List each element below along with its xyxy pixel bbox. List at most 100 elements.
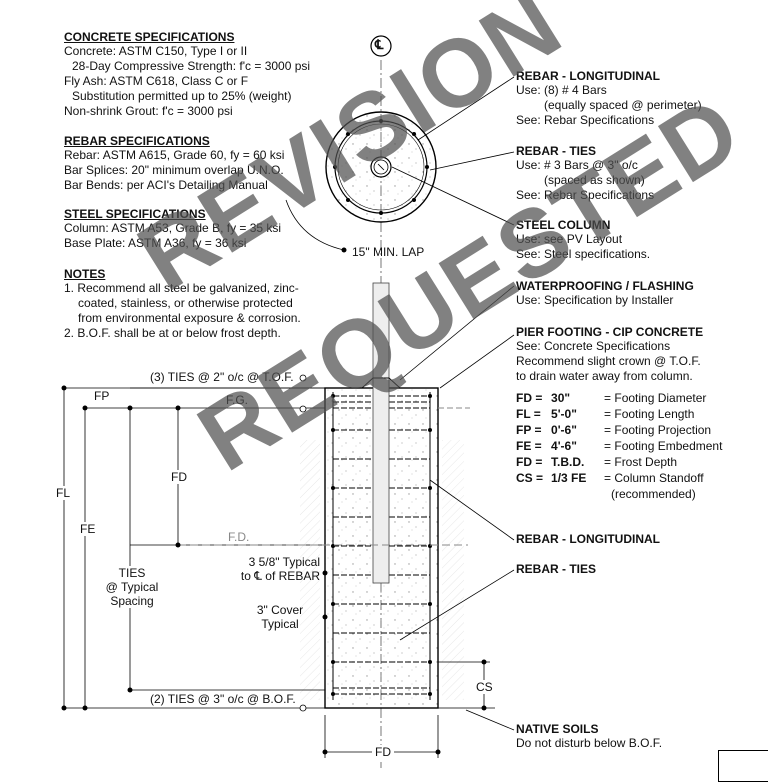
spec-line: Rebar: ASTM A615, Grade 60, fy = 60 ksi [64, 148, 285, 162]
spec-line: Bar Bends: per ACI's Detailing Manual [64, 178, 268, 192]
cs-dim: CS [476, 680, 493, 694]
min-lap-label: 15" MIN. LAP [352, 245, 425, 259]
callout-rebar-longitudinal: REBAR - LONGITUDINAL Use: (8) # 4 Bars (… [516, 69, 702, 128]
rebar-heading: REBAR SPECIFICATIONS [64, 134, 210, 148]
legend-key: FE = [516, 439, 542, 453]
legend-desc: = Footing Length [604, 407, 695, 421]
fd-dim: FD [171, 470, 187, 484]
callout-line: (equally spaced @ perimeter) [544, 98, 702, 112]
cover-line: 3" Cover [256, 603, 304, 617]
callout-line: to drain water away from column. [516, 369, 693, 383]
legend-row: FD = T.B.D. = Frost Depth [516, 454, 723, 470]
ties-bottom-label: (2) TIES @ 3" o/c @ B.O.F. [150, 692, 296, 706]
spec-line: 28-Day Compressive Strength: f'c = 3000 … [72, 59, 311, 73]
typical-358-line: 3 5/8" Typical [248, 555, 320, 569]
legend-val: 30" [551, 391, 571, 405]
note-line: coated, stainless, or otherwise protecte… [78, 296, 293, 310]
concrete-heading: CONCRETE SPECIFICATIONS [64, 30, 235, 44]
spec-line: Fly Ash: ASTM C618, Class C or F [64, 74, 249, 88]
typical-358-line: to ℄ of REBAR [240, 569, 320, 583]
callout-line: Recommend slight crown @ T.O.F. [516, 354, 701, 368]
fe-dim: FE [80, 522, 96, 536]
plan-view [285, 111, 437, 253]
footing-elevation [324, 282, 439, 709]
callout-line: See: Steel specifications. [516, 247, 651, 261]
callout-rebar-longitudinal-2: REBAR - LONGITUDINAL [516, 532, 660, 546]
legend-row: (recommended) [516, 486, 723, 502]
legend-desc: = Footing Projection [604, 423, 712, 437]
callout-line: See: Rebar Specifications [516, 113, 655, 127]
legend-desc: = Footing Diameter [604, 391, 707, 405]
legend-row: FL = 5'-0" = Footing Length [516, 406, 723, 422]
legend-desc: = Column Standoff [604, 471, 704, 485]
legend-key: FL = [516, 407, 541, 421]
callout-pier-footing: PIER FOOTING - CIP CONCRETE See: Concret… [516, 325, 703, 384]
spec-line: Column: ASTM A53, Grade B, fy = 35 ksi [64, 221, 282, 235]
ties-top-label: (3) TIES @ 2" o/c @ T.O.F. [150, 370, 294, 384]
cover-line: Typical [261, 617, 299, 631]
steel-specifications: STEEL SPECIFICATIONS Column: ASTM A53, G… [64, 207, 281, 251]
title-block-corner [718, 750, 768, 782]
centerline-symbol-circle [370, 35, 392, 57]
cover-label: 3" Cover Typical [250, 603, 310, 631]
rebar-specifications: REBAR SPECIFICATIONS Rebar: ASTM A615, G… [64, 134, 284, 193]
legend-val: 5'-0" [551, 407, 577, 421]
legend-val: T.B.D. [551, 455, 585, 469]
spec-line: Concrete: ASTM C150, Type I or II [64, 44, 248, 58]
callout-steel-column: STEEL COLUMN Use: see PV Layout See: Ste… [516, 218, 650, 262]
legend-val: 0'-6" [551, 423, 577, 437]
spec-line: Substitution permitted up to 25% (weight… [72, 89, 292, 103]
callout-title: NATIVE SOILS [516, 722, 599, 736]
callout-line: See: Concrete Specifications [516, 339, 671, 353]
typical-358-label: 3 5/8" Typical to ℄ of REBAR [228, 555, 320, 583]
callout-title: REBAR - LONGITUDINAL [516, 69, 660, 83]
legend-key: CS = [516, 471, 544, 485]
note-line: 2. B.O.F. shall be at or below frost dep… [64, 326, 281, 340]
notes: NOTES 1. Recommend all steel be galvaniz… [64, 267, 301, 341]
legend-desc: = Footing Embedment [604, 439, 723, 453]
callout-line: (spaced as shown) [544, 173, 645, 187]
fl-dim: FL [56, 486, 71, 500]
callout-rebar-ties-2: REBAR - TIES [516, 562, 597, 576]
callout-rebar-ties: REBAR - TIES Use: # 3 Bars @ 3" o/c (spa… [516, 144, 654, 203]
legend-key: FD = [516, 455, 543, 469]
legend-desc: = Frost Depth [604, 455, 678, 469]
fp-dim: FP [94, 389, 110, 403]
callout-line: See: Rebar Specifications [516, 188, 655, 202]
legend-val [545, 486, 603, 502]
spec-line: Base Plate: ASTM A36, fy = 36 ksi [64, 236, 247, 250]
legend-key: FP = [516, 423, 542, 437]
frost-depth-line-label: F.D. [228, 530, 250, 544]
note-line: from environmental exposure & corrosion. [78, 311, 301, 325]
ties-typical-line: TIES [118, 566, 146, 580]
centerline-label: ℄ [375, 37, 384, 52]
ties-typical-line: Spacing [110, 594, 154, 608]
callout-line: Use: # 3 Bars @ 3" o/c [516, 158, 638, 172]
legend-row: FD = 30" = Footing Diameter [516, 390, 723, 406]
spec-line: Bar Splices: 20" minimum overlap U.N.O. [64, 163, 284, 177]
spec-line: Non-shrink Grout: f'c = 3000 psi [64, 104, 233, 118]
callout-title: STEEL COLUMN [516, 218, 611, 232]
concrete-specifications: CONCRETE SPECIFICATIONS Concrete: ASTM C… [64, 30, 310, 119]
notes-heading: NOTES [64, 267, 106, 281]
finished-grade-label: F.G. [226, 393, 249, 407]
callout-title: WATERPROOFING / FLASHING [516, 279, 694, 293]
callout-line: Use: see PV Layout [516, 232, 623, 246]
callout-line: Use: (8) # 4 Bars [516, 83, 607, 97]
callout-line: Use: Specification by Installer [516, 293, 674, 307]
fd-bottom-dim: FD [372, 745, 394, 759]
legend: FD = 30" = Footing Diameter FL = 5'-0" = Foo… [516, 390, 723, 502]
steel-heading: STEEL SPECIFICATIONS [64, 207, 206, 221]
legend-key [516, 486, 545, 502]
legend-row: FP = 0'-6" = Footing Projection [516, 422, 723, 438]
callout-title: PIER FOOTING - CIP CONCRETE [516, 325, 704, 339]
legend-desc: (recommended) [611, 487, 696, 501]
ties-typical-line: @ Typical [105, 580, 159, 594]
callout-title: REBAR - TIES [516, 144, 597, 158]
legend-row: FE = 4'-6" = Footing Embedment [516, 438, 723, 454]
legend-val: 4'-6" [551, 439, 577, 453]
legend-val: 1/3 FE [551, 471, 587, 485]
legend-table: FD = 30" = Footing Diameter FL = 5'-0" = Foo… [516, 390, 723, 502]
legend-key: FD = [516, 391, 543, 405]
ties-typical-label: TIES @ Typical Spacing [104, 566, 160, 608]
